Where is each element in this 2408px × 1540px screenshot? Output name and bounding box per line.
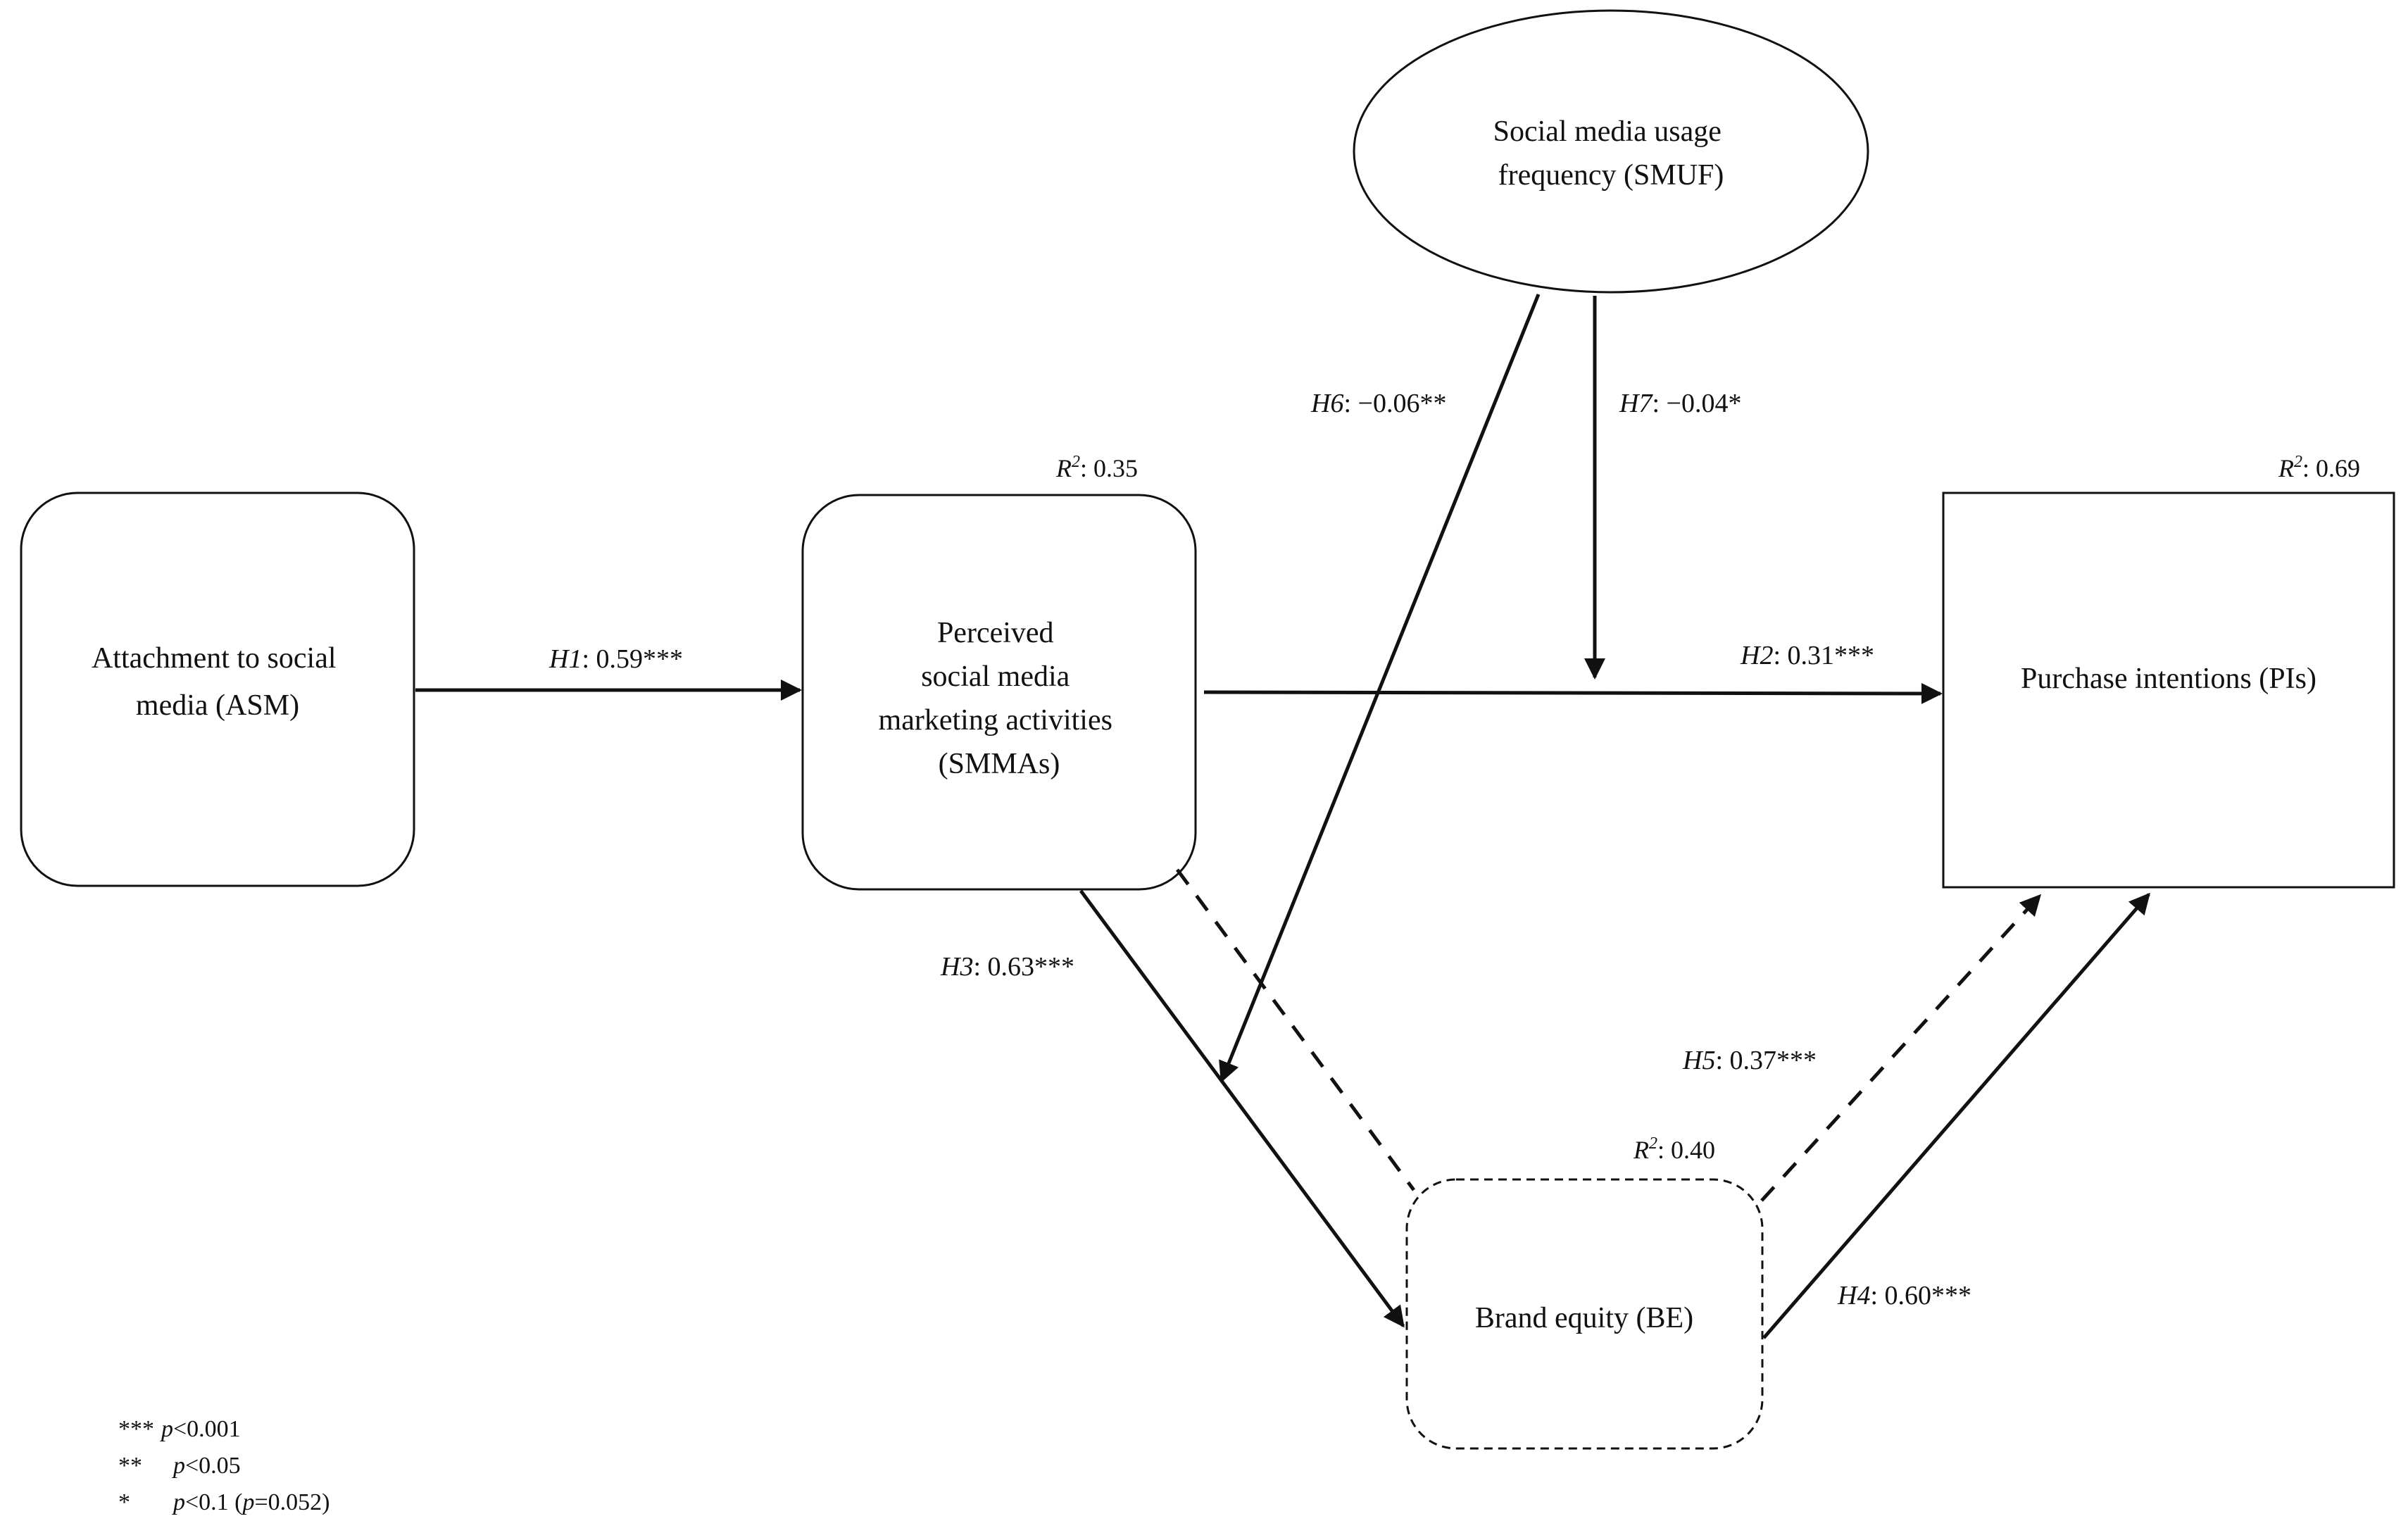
node-smma-r2: R2: 0.35 [1055, 453, 1138, 482]
legend-exact-value: =0.052) [255, 1489, 330, 1515]
path-h2-arrow [1203, 682, 1943, 704]
hyp-id: H3 [940, 952, 973, 982]
hyp-value: : −0.04* [1652, 389, 1741, 418]
hyp-value: : 0.31*** [1773, 641, 1874, 670]
path-h4-arrow [1762, 892, 2150, 1339]
node-pi-box [1942, 492, 2395, 889]
legend-p: p [172, 1453, 185, 1479]
legend-threshold: <0.001 [173, 1416, 241, 1442]
node-smuf-ellipse [1353, 9, 1869, 294]
node-smma-line-1: Perceived [937, 617, 1054, 649]
node-asm-label: Attachment to social media (ASM) [92, 642, 344, 722]
hyp-id: H6 [1310, 389, 1343, 418]
node-be: Brand equity (BE) R2: 0.40 [1405, 1134, 1764, 1450]
legend-p: p [160, 1416, 173, 1442]
node-smuf-line-1: Social media usage [1493, 115, 1722, 148]
legend-row-3: *p<0.1 (p=0.052) [118, 1489, 330, 1515]
node-pi: Purchase intentions (PIs) R2: 0.69 [1942, 453, 2395, 889]
node-smuf: Social media usage frequency (SMUF) [1353, 9, 1869, 294]
hyp-id: H1 [548, 644, 582, 674]
r2-italic: R [1633, 1136, 1649, 1164]
path-h5-label: H5: 0.37*** [1682, 1046, 1817, 1075]
hyp-id: H5 [1682, 1046, 1715, 1075]
r2-sup: 2 [2294, 453, 2302, 471]
path-h3-arrow [1079, 889, 1405, 1328]
hyp-value: : 0.37*** [1715, 1046, 1817, 1075]
node-pi-line-1: Purchase intentions (PIs) [2021, 663, 2316, 695]
legend-stars: ** [118, 1453, 142, 1479]
node-pi-label: Purchase intentions (PIs) [2021, 663, 2316, 695]
node-smma-line-2: social media [921, 661, 1070, 693]
node-smuf-line-2: frequency (SMUF) [1498, 159, 1724, 192]
legend-p-exact: p [242, 1489, 255, 1515]
r2-italic: R [1055, 454, 1072, 482]
node-asm-line-2: media (ASM) [136, 689, 299, 722]
node-be-r2: R2: 0.40 [1633, 1134, 1715, 1164]
path-h3-label: H3: 0.63*** [940, 952, 1074, 982]
path-h6-arrow [1219, 294, 1541, 1083]
hyp-value: : 0.59*** [582, 644, 683, 674]
r2-value: : 0.35 [1080, 454, 1138, 482]
legend-threshold: <0.05 [185, 1453, 241, 1479]
hyp-value: : 0.60*** [1870, 1281, 1971, 1310]
node-smma: Perceived social media marketing activit… [801, 453, 1197, 891]
r2-sup: 2 [1072, 453, 1080, 471]
node-asm-box [20, 492, 415, 887]
hyp-id: H2 [1740, 641, 1773, 670]
node-smma-box [801, 494, 1197, 891]
path-h7-label: H7: −0.04* [1619, 389, 1741, 418]
path-h6-label: H6: −0.06** [1310, 389, 1446, 418]
indirect-path-segment [1175, 868, 1416, 1191]
node-asm-line-1: Attachment to social [92, 642, 337, 675]
path-h2-label: H2: 0.31*** [1740, 641, 1874, 670]
legend-stars: * [118, 1489, 130, 1515]
hyp-value: : 0.63*** [973, 952, 1074, 982]
legend-stars: *** [118, 1416, 154, 1442]
r2-italic: R [2278, 454, 2294, 482]
significance-legend: ***p<0.001 **p<0.05 *p<0.1 (p=0.052) [118, 1416, 330, 1515]
node-be-label: Brand equity (BE) [1475, 1302, 1693, 1334]
node-be-line-1: Brand equity (BE) [1475, 1302, 1693, 1334]
legend-row-2: ** p<0.05 [118, 1453, 241, 1479]
node-asm: Attachment to social media (ASM) [20, 492, 415, 887]
r2-value: : 0.69 [2302, 454, 2360, 482]
legend-row-1: ***p<0.001 [118, 1416, 241, 1442]
node-smuf-label: Social media usage frequency (SMUF) [1493, 115, 1729, 192]
legend-p: p [172, 1489, 185, 1515]
path-h5-arrow [1760, 894, 2042, 1202]
node-be-box [1405, 1178, 1764, 1450]
path-h4-label: H4: 0.60*** [1837, 1281, 1971, 1310]
hyp-value: : −0.06** [1343, 389, 1446, 418]
hyp-id: H4 [1837, 1281, 1870, 1310]
node-pi-r2: R2: 0.69 [2278, 453, 2360, 482]
r2-value: : 0.40 [1657, 1136, 1715, 1164]
r2-sup: 2 [1649, 1134, 1657, 1153]
hyp-id: H7 [1619, 389, 1653, 418]
node-smma-line-3: marketing activities [879, 704, 1112, 737]
legend-threshold: <0.1 ( [185, 1489, 243, 1515]
path-h1-label: H1: 0.59*** [548, 644, 683, 674]
node-smma-label: Perceived social media marketing activit… [879, 617, 1120, 780]
node-smma-line-4: (SMMAs) [939, 748, 1060, 780]
